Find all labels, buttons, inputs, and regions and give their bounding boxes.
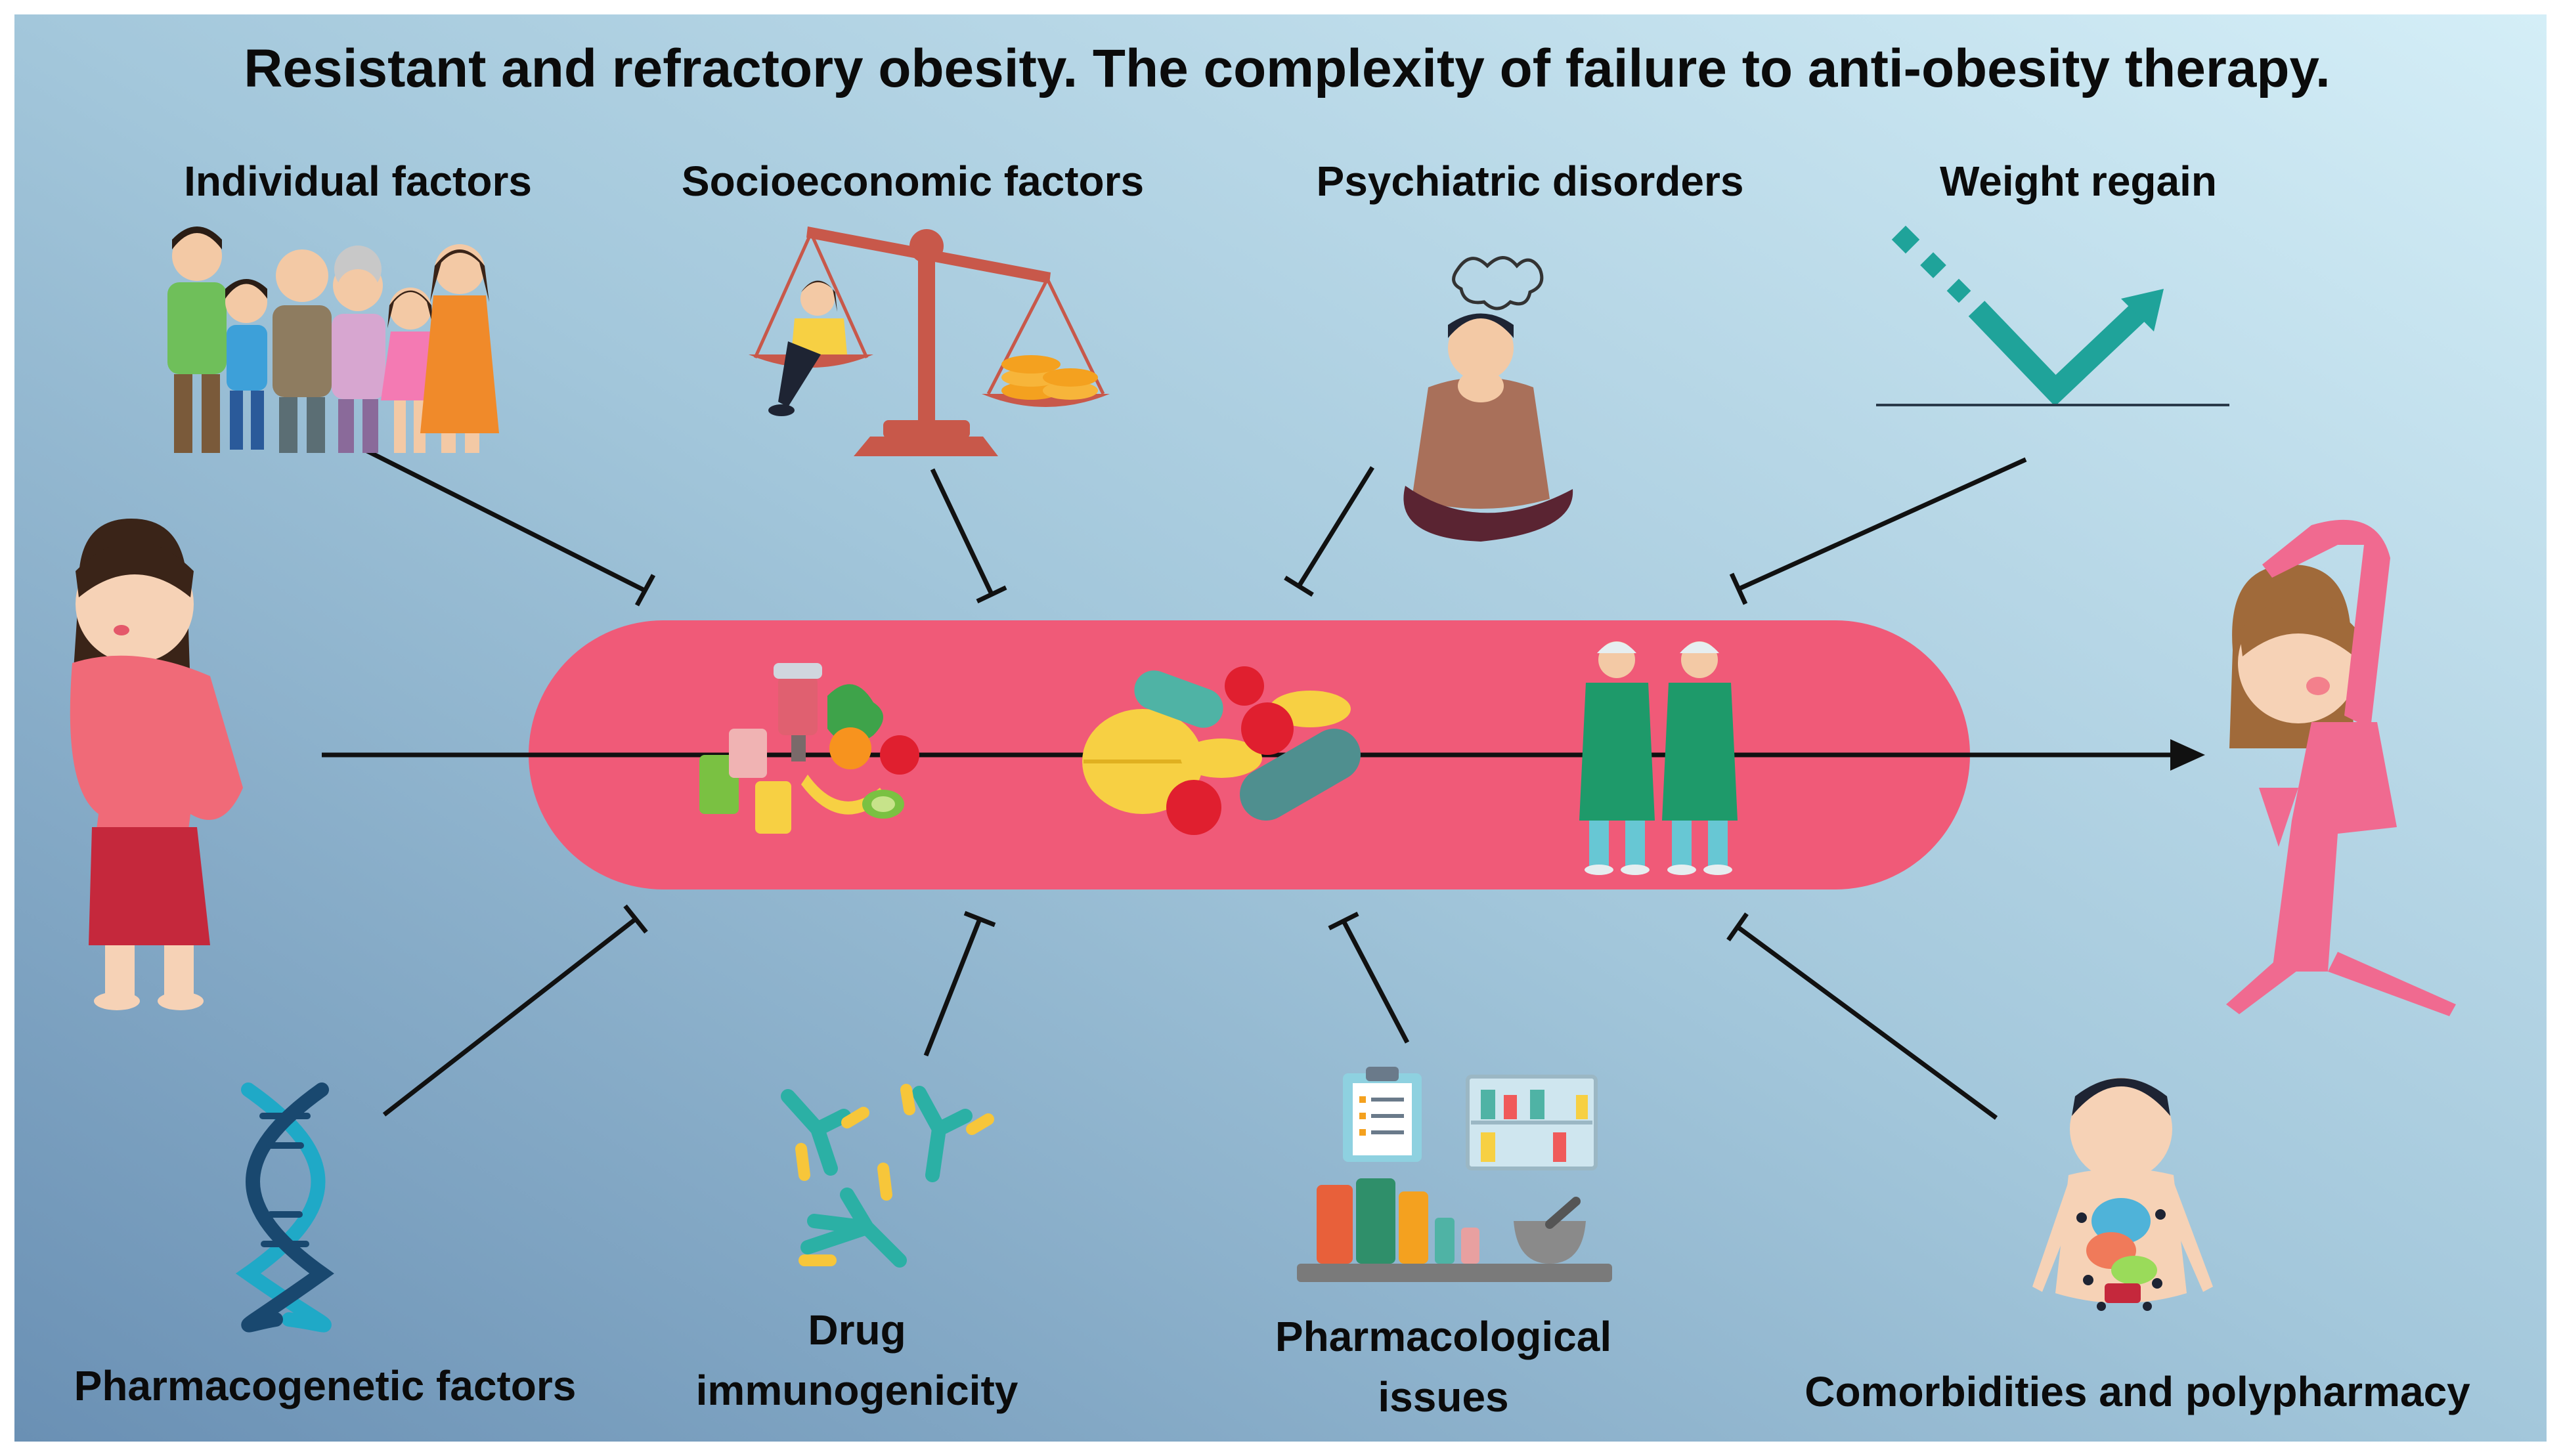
label-pharmacological: Pharmacological	[1275, 1313, 1611, 1360]
sick-child-icon	[2032, 1078, 2213, 1311]
label-weight-regain: Weight regain	[1940, 158, 2217, 205]
inhibitor-drug-immunogenicity	[923, 910, 996, 1057]
inhibitor-pharmacogenetic-factors	[382, 904, 648, 1117]
pharmacy-icon	[1297, 1067, 1612, 1282]
label-drug: Drug	[808, 1306, 906, 1354]
antibody-icon	[781, 1084, 994, 1268]
inhibitor-weight-regain	[1729, 457, 2027, 605]
woman-overweight-icon	[70, 519, 244, 1010]
label-socioeconomic-factors: Socioeconomic factors	[682, 158, 1144, 205]
dna-icon	[235, 1082, 334, 1333]
v-arrow-chart-icon	[1876, 225, 2229, 406]
label-individual-factors: Individual factors	[184, 158, 532, 205]
label-issues: issues	[1378, 1373, 1508, 1421]
family-icon	[167, 226, 499, 453]
inhibitor-psychiatric-disorders	[1284, 466, 1374, 597]
inhibitor-comorbidities	[1726, 912, 1998, 1120]
surgeons-icon	[1579, 641, 1738, 875]
inhibitor-pharmacological-issues	[1328, 911, 1410, 1044]
label-immunogenicity: immunogenicity	[696, 1367, 1018, 1414]
balance-scale-icon	[749, 226, 1110, 456]
label-psychiatric-disorders: Psychiatric disorders	[1317, 158, 1744, 205]
pills-icon	[1082, 666, 1361, 835]
inhibitor-socioeconomic-factors	[930, 468, 1007, 604]
stressed-person-icon	[1403, 256, 1573, 542]
label-pharmacogenetic-factors: Pharmacogenetic factors	[74, 1362, 577, 1409]
inhibitor-individual-factors	[363, 447, 656, 607]
diagram-title: Resistant and refractory obesity. The co…	[244, 39, 2330, 98]
diet-foods-icon	[699, 663, 919, 834]
inhibition-lines	[363, 447, 2027, 1120]
woman-exercising-icon	[2226, 519, 2456, 1016]
label-comorbidities-and-polypharmacy: Comorbidities and polypharmacy	[1805, 1368, 2470, 1415]
